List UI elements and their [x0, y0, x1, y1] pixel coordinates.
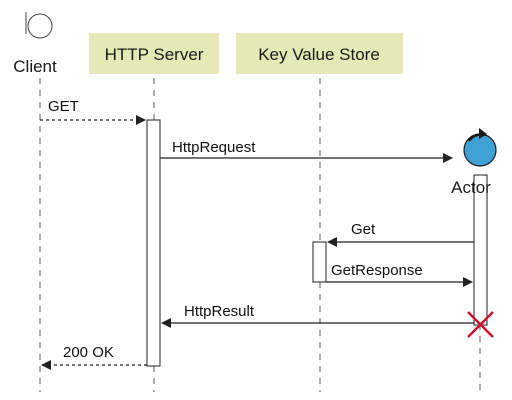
client-label: Client [13, 57, 57, 76]
ok-label: 200 OK [63, 344, 114, 361]
http-server-header-box [89, 33, 219, 74]
message-200-ok[interactable]: 200 OK [41, 344, 147, 370]
client-participant[interactable]: Client [13, 12, 57, 76]
message-kv-get[interactable]: Get [327, 221, 474, 247]
kv-store-activation [312, 241, 327, 283]
actor-label: Actor [451, 178, 491, 197]
kv-store-participant[interactable]: Key Value Store [236, 33, 403, 74]
get-response-label: GetResponse [331, 262, 423, 279]
message-get-response[interactable]: GetResponse [326, 262, 473, 287]
http-server-label: HTTP Server [105, 45, 204, 64]
actor-arrow-head [479, 128, 487, 139]
actor-circle-icon [463, 133, 497, 167]
http-server-participant[interactable]: HTTP Server [89, 33, 219, 74]
x-mark-icon [467, 311, 494, 338]
boundary-circle-icon [27, 13, 53, 39]
http-request-label: HttpRequest [172, 139, 256, 156]
x-mark-stroke-2 [467, 311, 494, 338]
actor-participant[interactable]: Actor [451, 128, 497, 197]
message-http-request[interactable]: HttpRequest [160, 139, 453, 163]
message-get[interactable]: GET [40, 98, 146, 125]
kv-store-label: Key Value Store [258, 45, 380, 64]
http-result-label: HttpResult [184, 303, 255, 320]
kv-get-label: Get [351, 221, 376, 238]
actor-activation [473, 174, 488, 326]
message-http-result[interactable]: HttpResult [161, 303, 474, 328]
kv-store-header-box [236, 33, 403, 74]
http-server-activation [146, 119, 161, 367]
get-label: GET [48, 98, 79, 115]
